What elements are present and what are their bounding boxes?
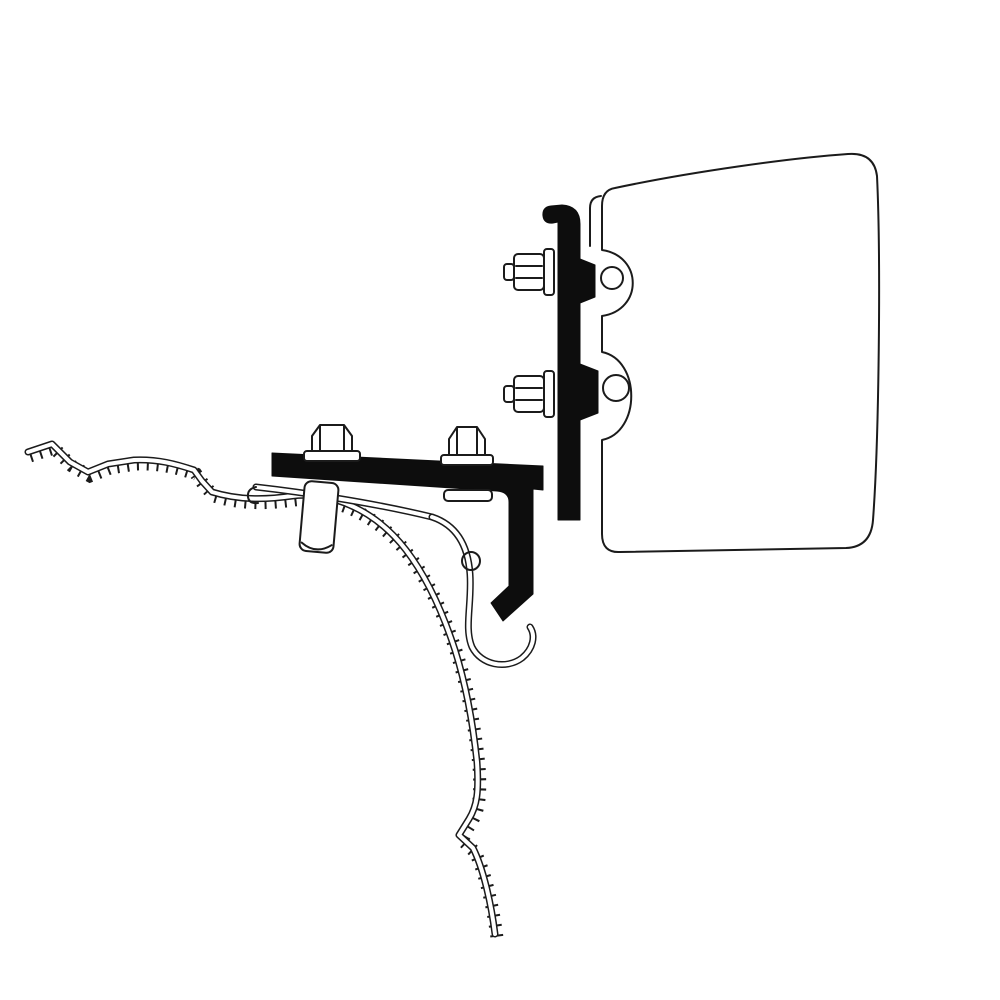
- adapter-plate: [246, 486, 432, 517]
- rail-bolt-upper: [503, 248, 555, 296]
- arm-bolt: [440, 426, 494, 466]
- clamp-nut-head: [311, 424, 353, 453]
- clamp-nut-facets: [319, 425, 345, 453]
- channel-clip-upper: [579, 258, 596, 304]
- adapter-vertical-rail-shape: [542, 204, 581, 521]
- rail-bolt-upper-facets: [515, 265, 543, 279]
- arm-bolt-head: [448, 426, 486, 456]
- arm-bolt-washer: [440, 454, 494, 466]
- adapter-arm-shape: [271, 452, 544, 622]
- rail-bolt-lower-tip: [503, 385, 515, 403]
- adapter-plate-end-hook: [246, 486, 259, 505]
- roof-hatching: [30, 448, 497, 938]
- rail-bolt-upper-flange: [543, 248, 555, 296]
- awning-case-profile: [589, 152, 881, 554]
- case-channel-lower-detail: [602, 374, 630, 402]
- spacer-sleeve: [298, 480, 340, 554]
- case-channel-upper-detail: [600, 266, 624, 290]
- awning-case-outline: [601, 152, 881, 554]
- clamp-nut-washer: [303, 450, 361, 462]
- adapter-vertical-rail: [542, 204, 581, 521]
- spacer-sleeve-body: [298, 480, 340, 554]
- rail-bolt-lower-flange: [543, 370, 555, 418]
- adapter-arm: [271, 452, 544, 622]
- spacer-sleeve-bottom-edge: [300, 541, 333, 551]
- claw-eyelet: [461, 551, 481, 571]
- arm-bolt-facets: [456, 427, 478, 456]
- case-rail-lip: [589, 195, 602, 247]
- rail-bolt-upper-head: [513, 253, 545, 291]
- arm-bolt-lower-washer: [443, 489, 493, 502]
- clamp-nut: [303, 424, 361, 462]
- mounting-claw: [432, 517, 533, 665]
- rail-bolt-lower-head: [513, 375, 545, 413]
- channel-clip-lower: [579, 363, 599, 421]
- channel-clips: [579, 258, 599, 421]
- rail-bolt-lower-facets: [515, 387, 543, 401]
- rail-bolt-lower: [503, 370, 555, 418]
- rail-bolt-upper-tip: [503, 263, 515, 281]
